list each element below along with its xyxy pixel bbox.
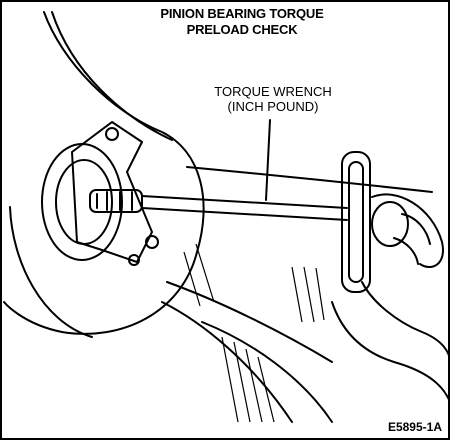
flange-bolt-bottom — [128, 254, 140, 266]
torque-wrench-callout: TORQUE WRENCH (INCH POUND) — [188, 84, 358, 114]
figure-title: PINION BEARING TORQUE PRELOAD CHECK — [122, 6, 362, 38]
wrench-shaft-bottom — [141, 207, 348, 221]
housing-inner-contour — [51, 11, 173, 141]
wrench-t-handle — [341, 151, 371, 293]
shading-hatch — [183, 243, 325, 423]
housing-lower-face — [201, 321, 333, 423]
title-line-2: PRELOAD CHECK — [186, 22, 298, 37]
housing-outline — [3, 11, 205, 335]
hand-finger-lines — [393, 213, 431, 265]
callout-leader — [265, 119, 271, 201]
hand-fingers — [371, 193, 444, 269]
wrench-t-handle-inner — [348, 161, 364, 283]
wrench-shaft-top — [141, 195, 348, 209]
callout-line-1: TORQUE WRENCH — [214, 84, 332, 99]
pinion-seal-inner-ring — [55, 159, 113, 245]
wrench-dial — [371, 201, 409, 247]
housing-lower-contour — [9, 206, 93, 338]
flange-bolt-right — [145, 235, 159, 249]
companion-flange — [71, 121, 153, 263]
callout-line-2: (INCH POUND) — [227, 99, 319, 114]
socket-detail — [96, 191, 133, 211]
flange-bolt-top — [105, 127, 119, 141]
figure-id: E5895-1A — [387, 420, 442, 434]
hand-thumb — [331, 301, 450, 403]
hand-palm — [361, 281, 450, 363]
carrier-line — [186, 166, 433, 193]
title-line-1: PINION BEARING TORQUE — [160, 6, 324, 21]
floor-edge — [161, 301, 293, 423]
carrier-lower-line — [166, 281, 333, 363]
pinion-nut — [89, 189, 143, 213]
